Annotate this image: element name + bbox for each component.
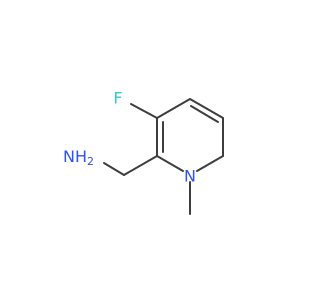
bond-c2-ch2 <box>123 155 158 176</box>
bond-c4-c5-inner <box>190 105 219 123</box>
bond-layer <box>103 98 224 215</box>
amine-label: NH2 <box>63 147 94 168</box>
ring-nitrogen-label: N <box>184 167 196 186</box>
bond-ch2-nh2 <box>103 162 125 176</box>
bond-c3-f <box>130 103 158 119</box>
amine-label-main: NH <box>63 147 87 166</box>
bond-c3-c4 <box>156 98 191 119</box>
structure-canvas: F NH2 N <box>63 89 224 215</box>
atom-label-layer: F NH2 N <box>63 89 196 186</box>
bond-c6-n1 <box>196 155 224 172</box>
amine-label-subscript: 2 <box>87 155 94 168</box>
fluorine-label: F <box>113 89 122 108</box>
bond-c4-c5 <box>189 98 224 119</box>
bond-n1-c2 <box>156 155 184 172</box>
